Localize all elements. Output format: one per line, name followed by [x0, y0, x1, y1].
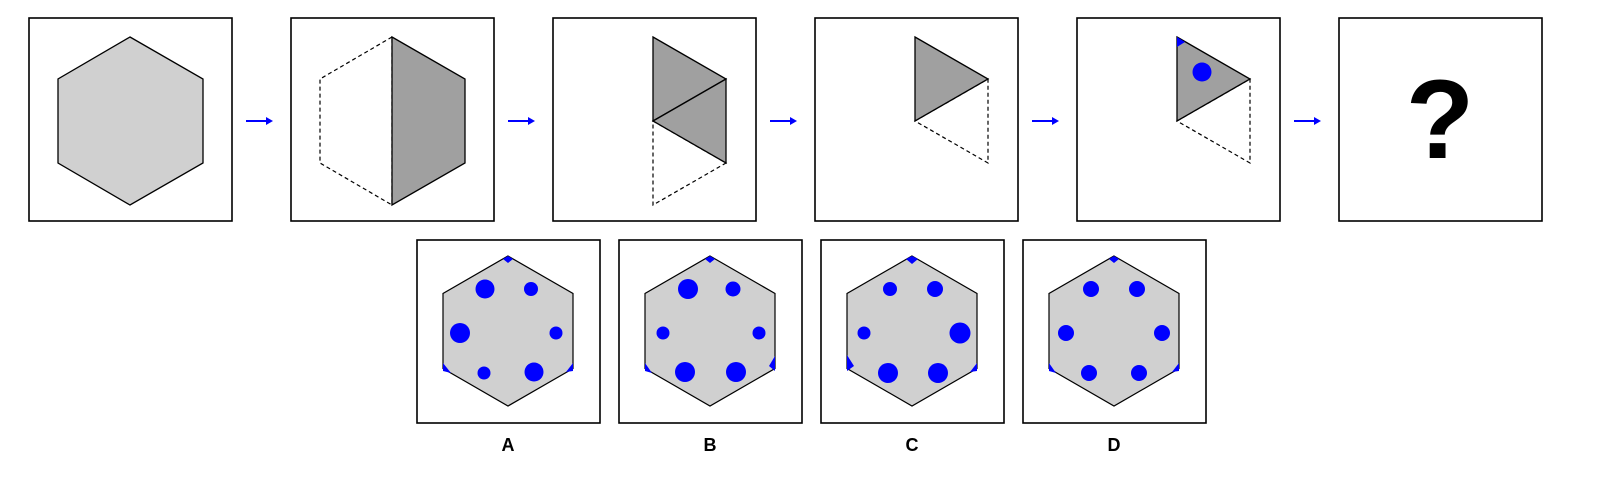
arrow-1 — [246, 117, 273, 125]
hole — [475, 279, 495, 299]
corner-notch — [847, 355, 854, 371]
step-3-panel — [552, 17, 757, 222]
hole — [450, 323, 470, 343]
panel-frame — [1338, 17, 1543, 222]
option-label: D — [1108, 435, 1121, 455]
corner-notch — [906, 256, 918, 264]
hole — [726, 362, 746, 382]
corner-notch — [705, 256, 715, 263]
corner-notch — [503, 256, 513, 263]
hole — [1083, 281, 1099, 297]
option-c[interactable]: C — [820, 239, 1005, 455]
arrow-3 — [770, 117, 797, 125]
hexagon-shape — [1048, 255, 1180, 407]
arrow-2 — [508, 117, 535, 125]
option-label: B — [704, 435, 717, 455]
hole — [725, 281, 741, 297]
question-panel: ? — [1338, 17, 1543, 222]
option-b[interactable]: B — [618, 239, 803, 455]
hole — [1129, 281, 1145, 297]
hole — [656, 326, 670, 340]
hole — [524, 282, 538, 296]
hole — [678, 279, 698, 299]
corner-notch — [566, 363, 573, 372]
corner-notch — [1109, 256, 1119, 263]
hole — [857, 326, 871, 340]
corner-notch — [1172, 363, 1179, 372]
remaining-right-half — [391, 35, 466, 207]
hole — [878, 363, 898, 383]
hole — [883, 282, 897, 296]
step-4-panel — [814, 17, 1019, 222]
hole — [927, 281, 943, 297]
option-label: A — [502, 435, 515, 455]
middle-triangle — [651, 77, 727, 165]
corner-notch — [645, 363, 652, 373]
hole — [1154, 325, 1170, 341]
hole — [752, 326, 766, 340]
option-d[interactable]: D — [1022, 239, 1207, 455]
punched-hole — [1192, 62, 1212, 82]
hole — [1131, 365, 1147, 381]
step-5-panel — [1076, 17, 1281, 222]
question-mark: ? — [1406, 57, 1474, 182]
hole — [928, 363, 948, 383]
corner-notch — [1049, 363, 1056, 373]
hexagon-shape — [57, 36, 204, 206]
corner-notch — [769, 356, 775, 371]
hole — [1081, 365, 1097, 381]
hole — [524, 362, 544, 382]
step-2-panel — [290, 17, 495, 222]
hole — [1058, 325, 1074, 341]
option-label: C — [906, 435, 919, 455]
arrow-4 — [1032, 117, 1059, 125]
hole — [949, 322, 971, 344]
corner-notch — [443, 363, 451, 373]
arrow-5 — [1294, 117, 1321, 125]
corner-notch — [1177, 37, 1185, 47]
step-1-panel — [28, 17, 233, 222]
punched-triangle — [1176, 35, 1252, 123]
hole — [549, 326, 563, 340]
option-a[interactable]: A — [416, 239, 601, 455]
folded-triangle — [914, 35, 990, 123]
hole — [675, 362, 695, 382]
corner-notch — [970, 363, 977, 372]
hole — [477, 366, 491, 380]
